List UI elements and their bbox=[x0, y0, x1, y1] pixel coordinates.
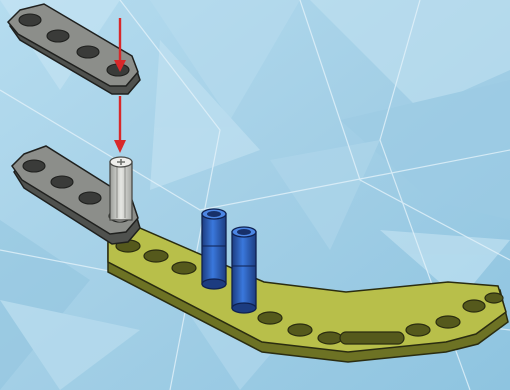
blue-pin-right bbox=[232, 227, 256, 313]
axle bbox=[110, 157, 132, 220]
blue-pin-left bbox=[202, 209, 226, 289]
